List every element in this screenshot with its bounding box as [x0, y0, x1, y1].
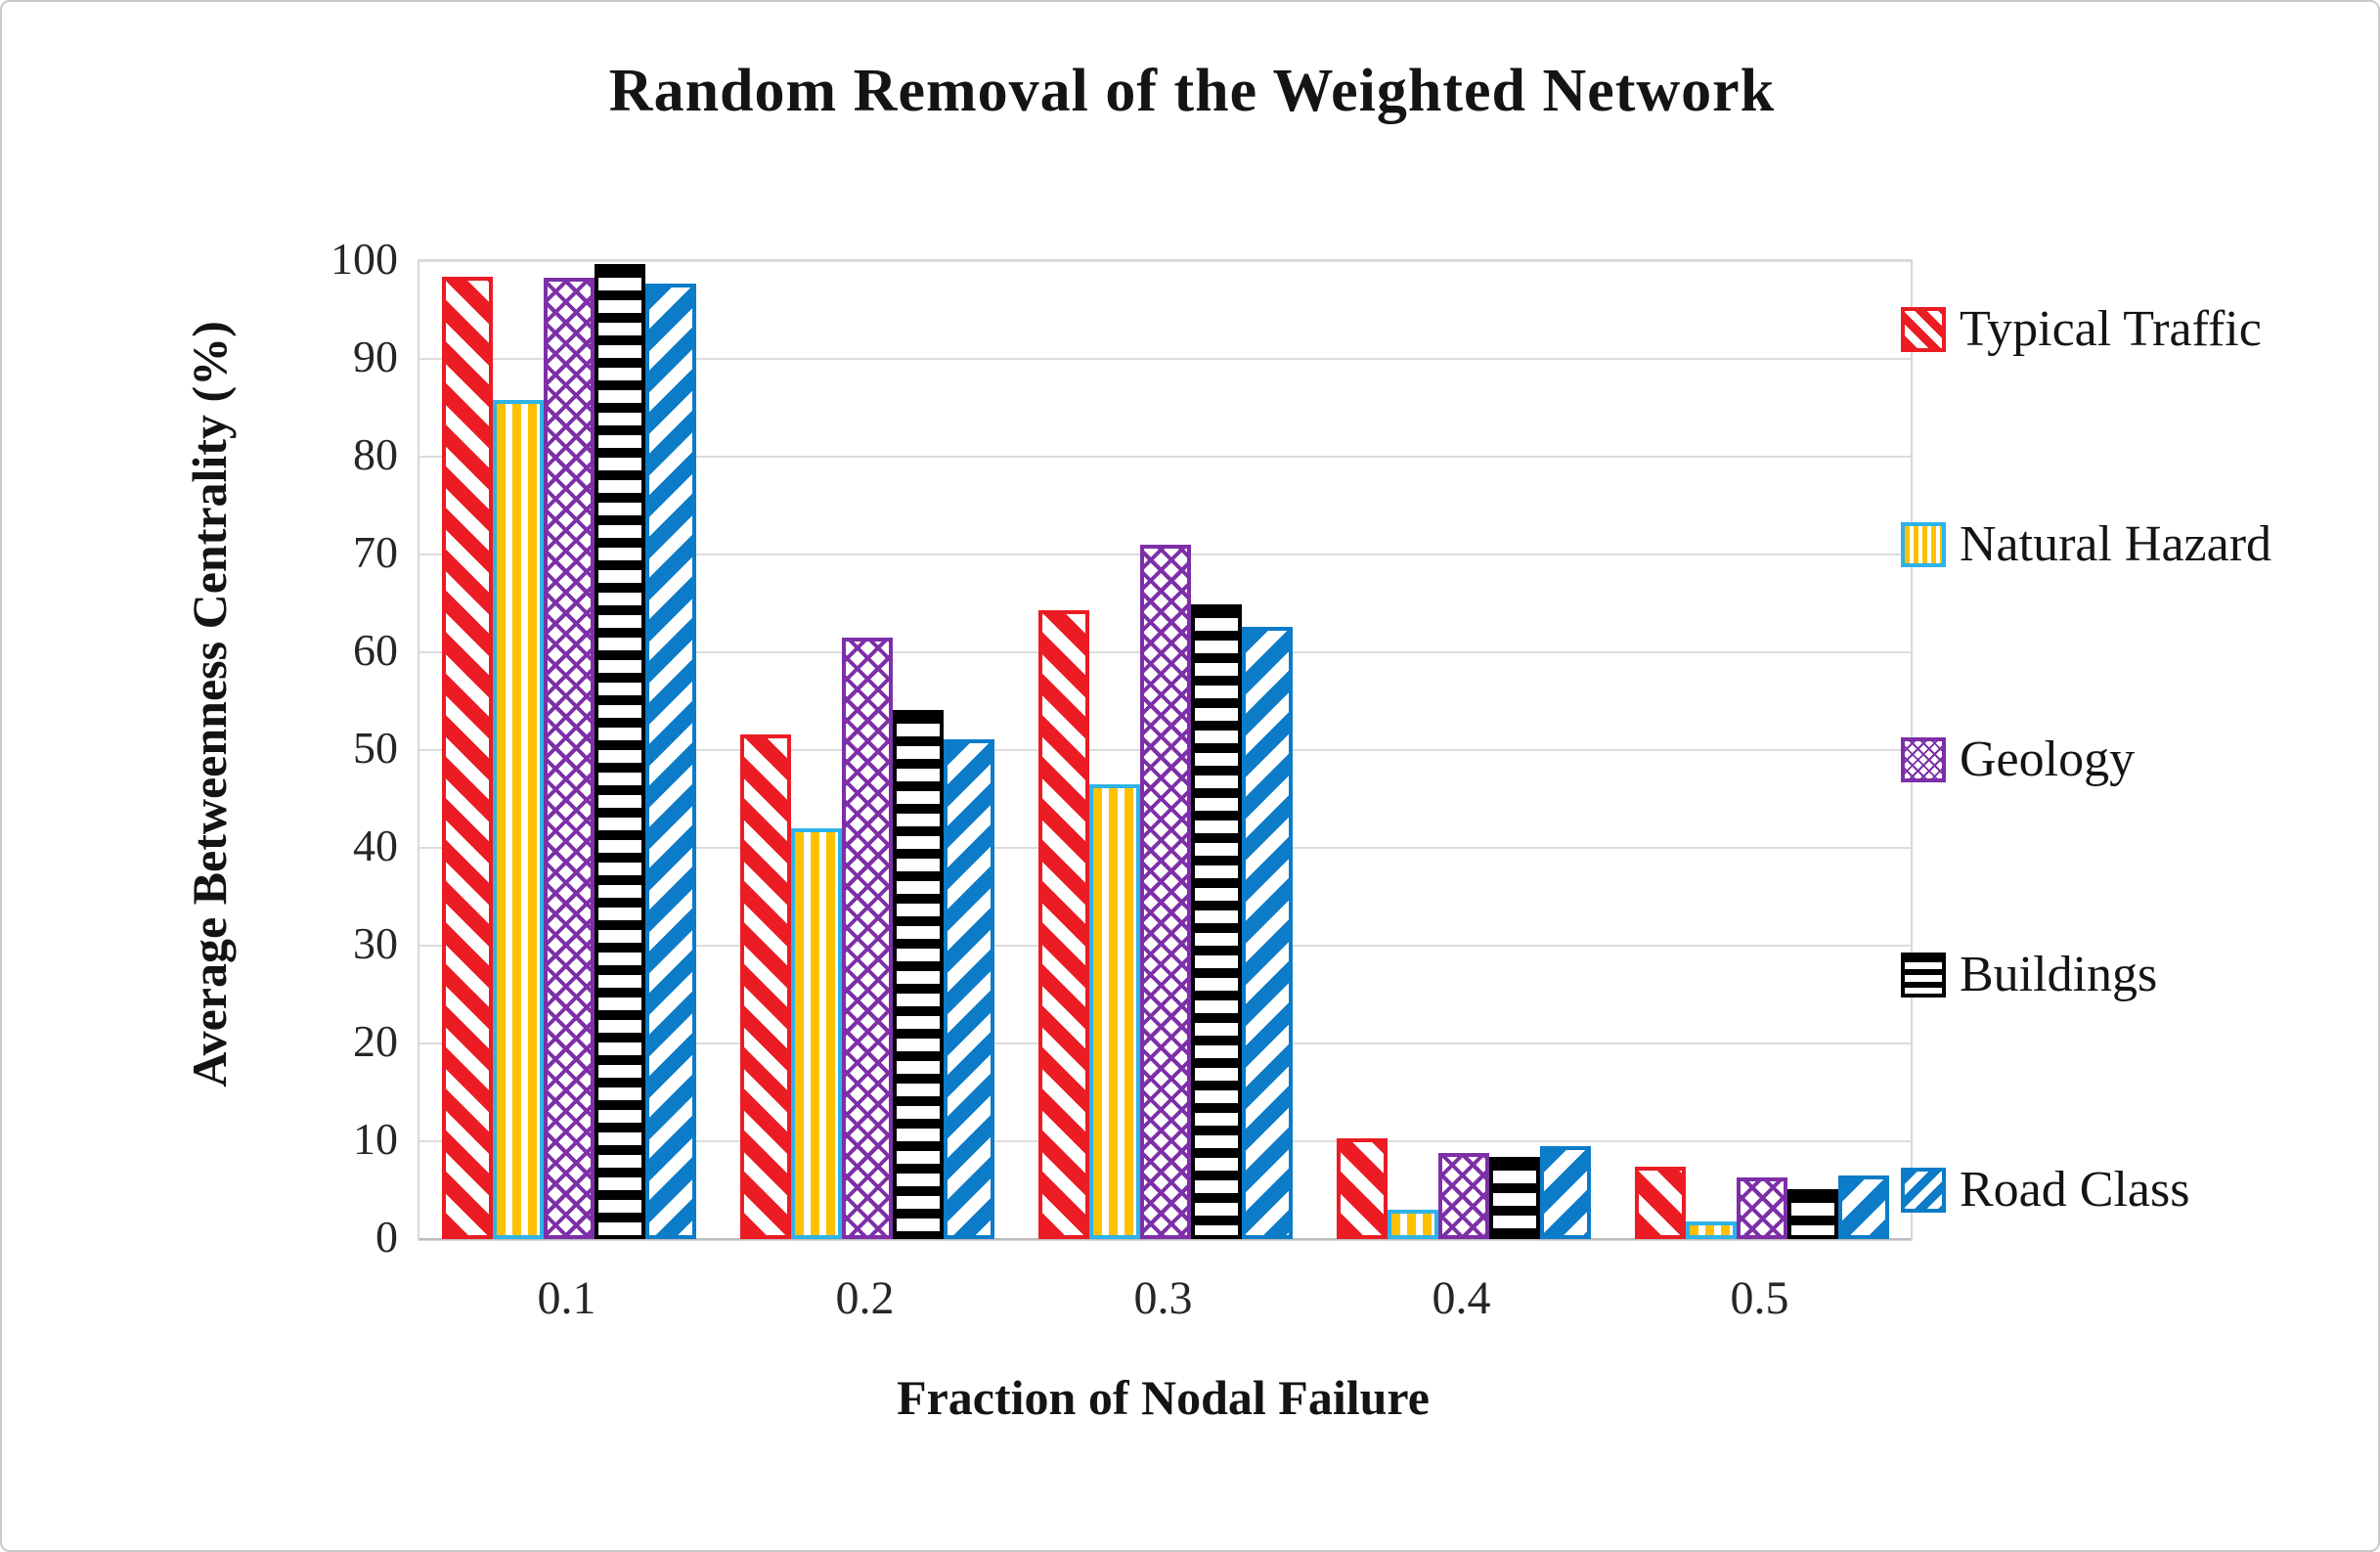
legend-item-road-class: Road Class [1901, 1163, 2189, 1218]
gridline-80 [419, 456, 1911, 458]
bar-group-0.4 [1336, 261, 1591, 1239]
y-tick-label-60: 60 [353, 625, 398, 675]
bar-road-class-0.1 [644, 284, 696, 1239]
bar-typical-traffic-0.5 [1634, 1167, 1686, 1239]
bar-typical-traffic-0.2 [739, 734, 791, 1239]
bar-natural-hazard-0.2 [790, 828, 842, 1239]
gridline-90 [419, 358, 1911, 360]
bar-road-class-0.4 [1539, 1146, 1591, 1239]
x-tick-label-0.5: 0.5 [1730, 1272, 1789, 1324]
x-tick-label-0.3: 0.3 [1133, 1272, 1193, 1324]
legend-label: Natural Hazard [1960, 516, 2272, 572]
legend-item-geology: Geology [1901, 732, 2135, 787]
legend-swatch-horizontal-icon [1901, 953, 1946, 998]
legend-swatch-vertical-icon [1901, 522, 1946, 567]
bar-road-class-0.3 [1241, 627, 1293, 1239]
x-tick-label-0.4: 0.4 [1432, 1272, 1491, 1324]
gridline-0 [419, 1238, 1911, 1240]
y-tick-label-30: 30 [353, 918, 398, 968]
legend-swatch-crosshatch-icon [1901, 737, 1946, 782]
y-tick-label-50: 50 [353, 723, 398, 773]
legend-label: Typical Traffic [1960, 301, 2262, 357]
legend-item-natural-hazard: Natural Hazard [1901, 517, 2271, 572]
bar-natural-hazard-0.4 [1387, 1210, 1438, 1239]
legend-label: Road Class [1960, 1162, 2190, 1218]
y-tick-label-90: 90 [353, 332, 398, 381]
bar-buildings-0.3 [1190, 604, 1242, 1239]
bar-geology-0.5 [1736, 1177, 1787, 1239]
x-tick-label-0.2: 0.2 [835, 1272, 895, 1324]
x-axis-title: Fraction of Nodal Failure [897, 1370, 1430, 1425]
y-tick-label-10: 10 [353, 1114, 398, 1164]
bar-natural-hazard-0.1 [492, 400, 544, 1239]
bar-buildings-0.2 [892, 710, 944, 1239]
legend-label: Geology [1960, 732, 2136, 787]
bar-natural-hazard-0.3 [1088, 784, 1140, 1239]
bar-natural-hazard-0.5 [1685, 1221, 1737, 1239]
gridline-100 [419, 260, 1911, 262]
legend-item-typical-traffic: Typical Traffic [1901, 302, 2262, 357]
legend-item-buildings: Buildings [1901, 948, 2157, 1002]
y-tick-label-100: 100 [331, 234, 398, 284]
bar-typical-traffic-0.3 [1037, 610, 1089, 1239]
y-tick-label-70: 70 [353, 527, 398, 577]
legend-label: Buildings [1960, 947, 2158, 1002]
bar-buildings-0.5 [1786, 1189, 1838, 1239]
bar-geology-0.3 [1139, 545, 1191, 1239]
bar-typical-traffic-0.1 [441, 277, 493, 1239]
bar-road-class-0.5 [1837, 1175, 1889, 1239]
legend-swatch-diagonal-up-icon [1901, 307, 1946, 352]
bar-group-0.1 [441, 261, 696, 1239]
bar-buildings-0.4 [1488, 1157, 1540, 1239]
bar-group-0.3 [1037, 261, 1293, 1239]
bar-road-class-0.2 [943, 739, 994, 1239]
x-tick-label-0.1: 0.1 [537, 1272, 596, 1324]
plot-area [418, 259, 1913, 1241]
bar-buildings-0.1 [594, 264, 645, 1239]
y-tick-label-0: 0 [375, 1212, 398, 1262]
bar-group-0.2 [739, 261, 994, 1239]
y-tick-label-80: 80 [353, 429, 398, 479]
legend-swatch-diagonal-down-icon [1901, 1168, 1946, 1213]
bar-typical-traffic-0.4 [1336, 1138, 1388, 1239]
bar-geology-0.2 [841, 638, 893, 1239]
y-tick-label-20: 20 [353, 1016, 398, 1066]
y-tick-label-40: 40 [353, 820, 398, 870]
bar-group-0.5 [1634, 261, 1889, 1239]
bar-geology-0.4 [1437, 1153, 1489, 1239]
bar-geology-0.1 [543, 278, 595, 1239]
chart-title: Random Removal of the Weighted Network [608, 58, 1776, 124]
